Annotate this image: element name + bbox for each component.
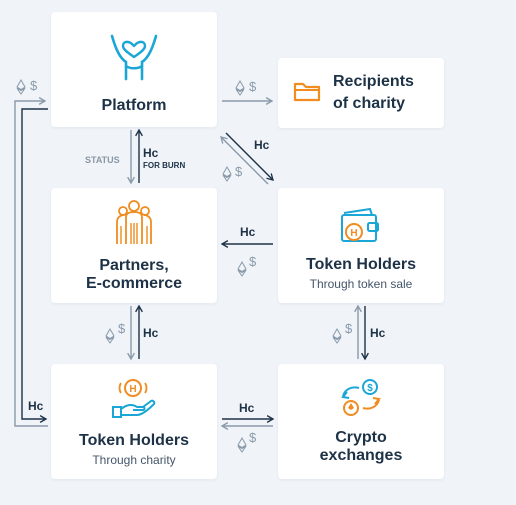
- hc-label: Hc: [370, 326, 386, 340]
- holders-charity-title: Token Holders: [79, 431, 189, 449]
- dollar-label: $: [249, 430, 257, 445]
- platform-title: Platform: [101, 97, 167, 114]
- arrow-loop-outer: [14, 97, 48, 427]
- hc-label: Hc: [28, 399, 44, 413]
- partners-title-line2: E-commerce: [85, 275, 183, 292]
- hc-label: Hc: [240, 225, 256, 239]
- holders-charity-subtitle: Through charity: [92, 452, 176, 467]
- svg-text:H: H: [129, 384, 136, 395]
- recipients-title-line1: Recipients: [333, 73, 414, 90]
- hc-label: Hc: [239, 401, 255, 415]
- eth-dollar-icon: [222, 165, 232, 187]
- recipients-title-line2: of charity: [333, 95, 406, 112]
- node-recipients: Recipients of charity: [278, 58, 444, 128]
- group-people-icon: [114, 198, 154, 251]
- exchanges-title-line1: Crypto: [335, 429, 387, 446]
- eth-dollar-icon: [237, 260, 247, 282]
- node-crypto-exchanges: $ Crypto exchanges: [278, 364, 444, 479]
- node-platform: Platform: [51, 12, 217, 127]
- node-token-holders-sale: H Token Holders Through token sale: [278, 188, 444, 303]
- arrow-platform-holders-sale: [225, 132, 274, 181]
- eth-dollar-icon: [105, 327, 115, 349]
- partners-title-line1: Partners,: [99, 257, 169, 274]
- dollar-label: $: [345, 321, 353, 336]
- holders-sale-subtitle: Through token sale: [309, 276, 413, 291]
- hc-label: Hc: [254, 138, 270, 152]
- hand-coin-icon: H: [111, 377, 157, 424]
- arrow-loop-inner: [21, 108, 48, 423]
- hc-label: Hc: [143, 146, 159, 160]
- holders-sale-title: Token Holders: [306, 255, 416, 273]
- eth-dollar-icon: [332, 327, 342, 349]
- exchanges-title-line2: exchanges: [319, 447, 403, 464]
- hc-label: Hc: [143, 326, 159, 340]
- exchange-icon: $: [339, 378, 383, 423]
- status-label: STATUS: [85, 155, 120, 165]
- dollar-label: $: [249, 254, 257, 269]
- folder-icon: [293, 80, 321, 107]
- arrow-holders-sale-platform: [220, 136, 269, 185]
- heart-person-icon: [108, 32, 160, 87]
- node-partners: Partners, E-commerce: [51, 188, 217, 303]
- dollar-label: $: [249, 79, 257, 94]
- dollar-label: $: [235, 164, 243, 179]
- svg-text:H: H: [350, 228, 357, 239]
- eth-dollar-icon: [16, 78, 26, 100]
- wallet-icon: H: [340, 207, 382, 250]
- dollar-label: $: [118, 321, 126, 336]
- eth-dollar-icon: [237, 436, 247, 458]
- node-token-holders-charity: H Token Holders Through charity: [51, 364, 217, 479]
- for-burn-label: FOR BURN: [143, 161, 186, 170]
- eth-dollar-icon: [235, 79, 245, 101]
- svg-text:$: $: [367, 383, 373, 394]
- dollar-label: $: [30, 78, 38, 93]
